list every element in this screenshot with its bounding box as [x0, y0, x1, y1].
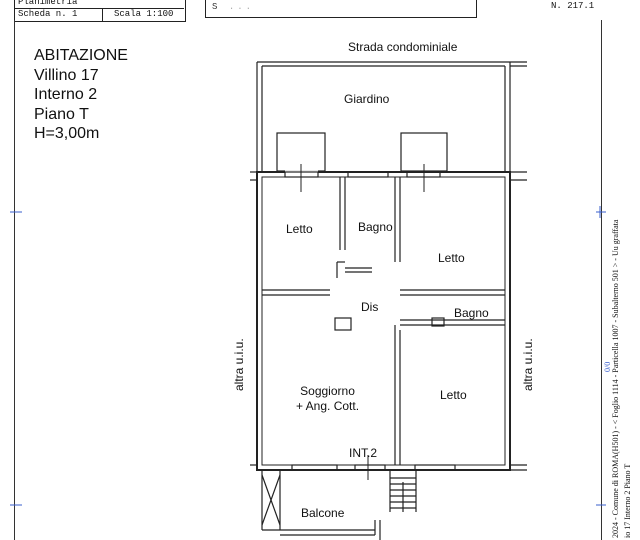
header-center-blur: ...: [228, 2, 255, 12]
label-soggiorno-line2: + Ang. Cott.: [296, 399, 360, 413]
header-center-box: [205, 0, 477, 18]
label-giardino: Giardino: [344, 92, 390, 106]
cadastral-reference: 2024 - Comune di ROMA(H501) - < Foglio 1…: [611, 219, 620, 538]
info-type: ABITAZIONE: [34, 47, 128, 64]
header-center-prefix: S: [212, 2, 218, 12]
info-floor: Piano T: [34, 105, 89, 123]
label-balcone: Balcone: [301, 506, 345, 520]
property-info: ABITAZIONE Villino 17 Interno 2 Piano T …: [34, 46, 128, 144]
plan-type-title: Planimetria: [18, 0, 78, 7]
label-altra-uiu-right: altra u.i.u.: [521, 338, 535, 391]
margin-stamp: 0/0: [603, 361, 612, 372]
info-height: H=3,00m: [34, 125, 100, 142]
frame-right-line: [601, 20, 602, 540]
label-bagno-2: Bagno: [454, 306, 489, 320]
header-divider: [14, 8, 184, 9]
label-letto-3: Letto: [440, 388, 467, 402]
frame-left-line: [14, 20, 15, 540]
label-strada: Strada condominiale: [348, 40, 458, 54]
scale-label: Scala 1:100: [114, 9, 174, 19]
label-soggiorno: Soggiorno + Ang. Cott.: [296, 384, 359, 414]
label-dis: Dis: [361, 300, 379, 314]
header-col-divider: [102, 8, 103, 21]
label-bagno-1: Bagno: [358, 220, 393, 234]
label-letto-1: Letto: [286, 222, 313, 236]
info-building: Villino 17: [34, 66, 99, 84]
header-box: [14, 0, 186, 22]
header-center-text: S ...: [212, 2, 254, 13]
info-unit: Interno 2: [34, 86, 98, 103]
label-int: INT.2: [349, 446, 378, 460]
label-altra-uiu-left: altra u.i.u.: [232, 338, 246, 391]
document-number: N. 217.1: [551, 1, 595, 11]
label-letto-2: Letto: [438, 251, 465, 265]
sheet-number: Scheda n. 1: [18, 9, 78, 19]
label-soggiorno-line1: Soggiorno: [300, 384, 355, 398]
cadastral-unit-ref: io 17 Interno 2 Piano T: [623, 463, 632, 538]
